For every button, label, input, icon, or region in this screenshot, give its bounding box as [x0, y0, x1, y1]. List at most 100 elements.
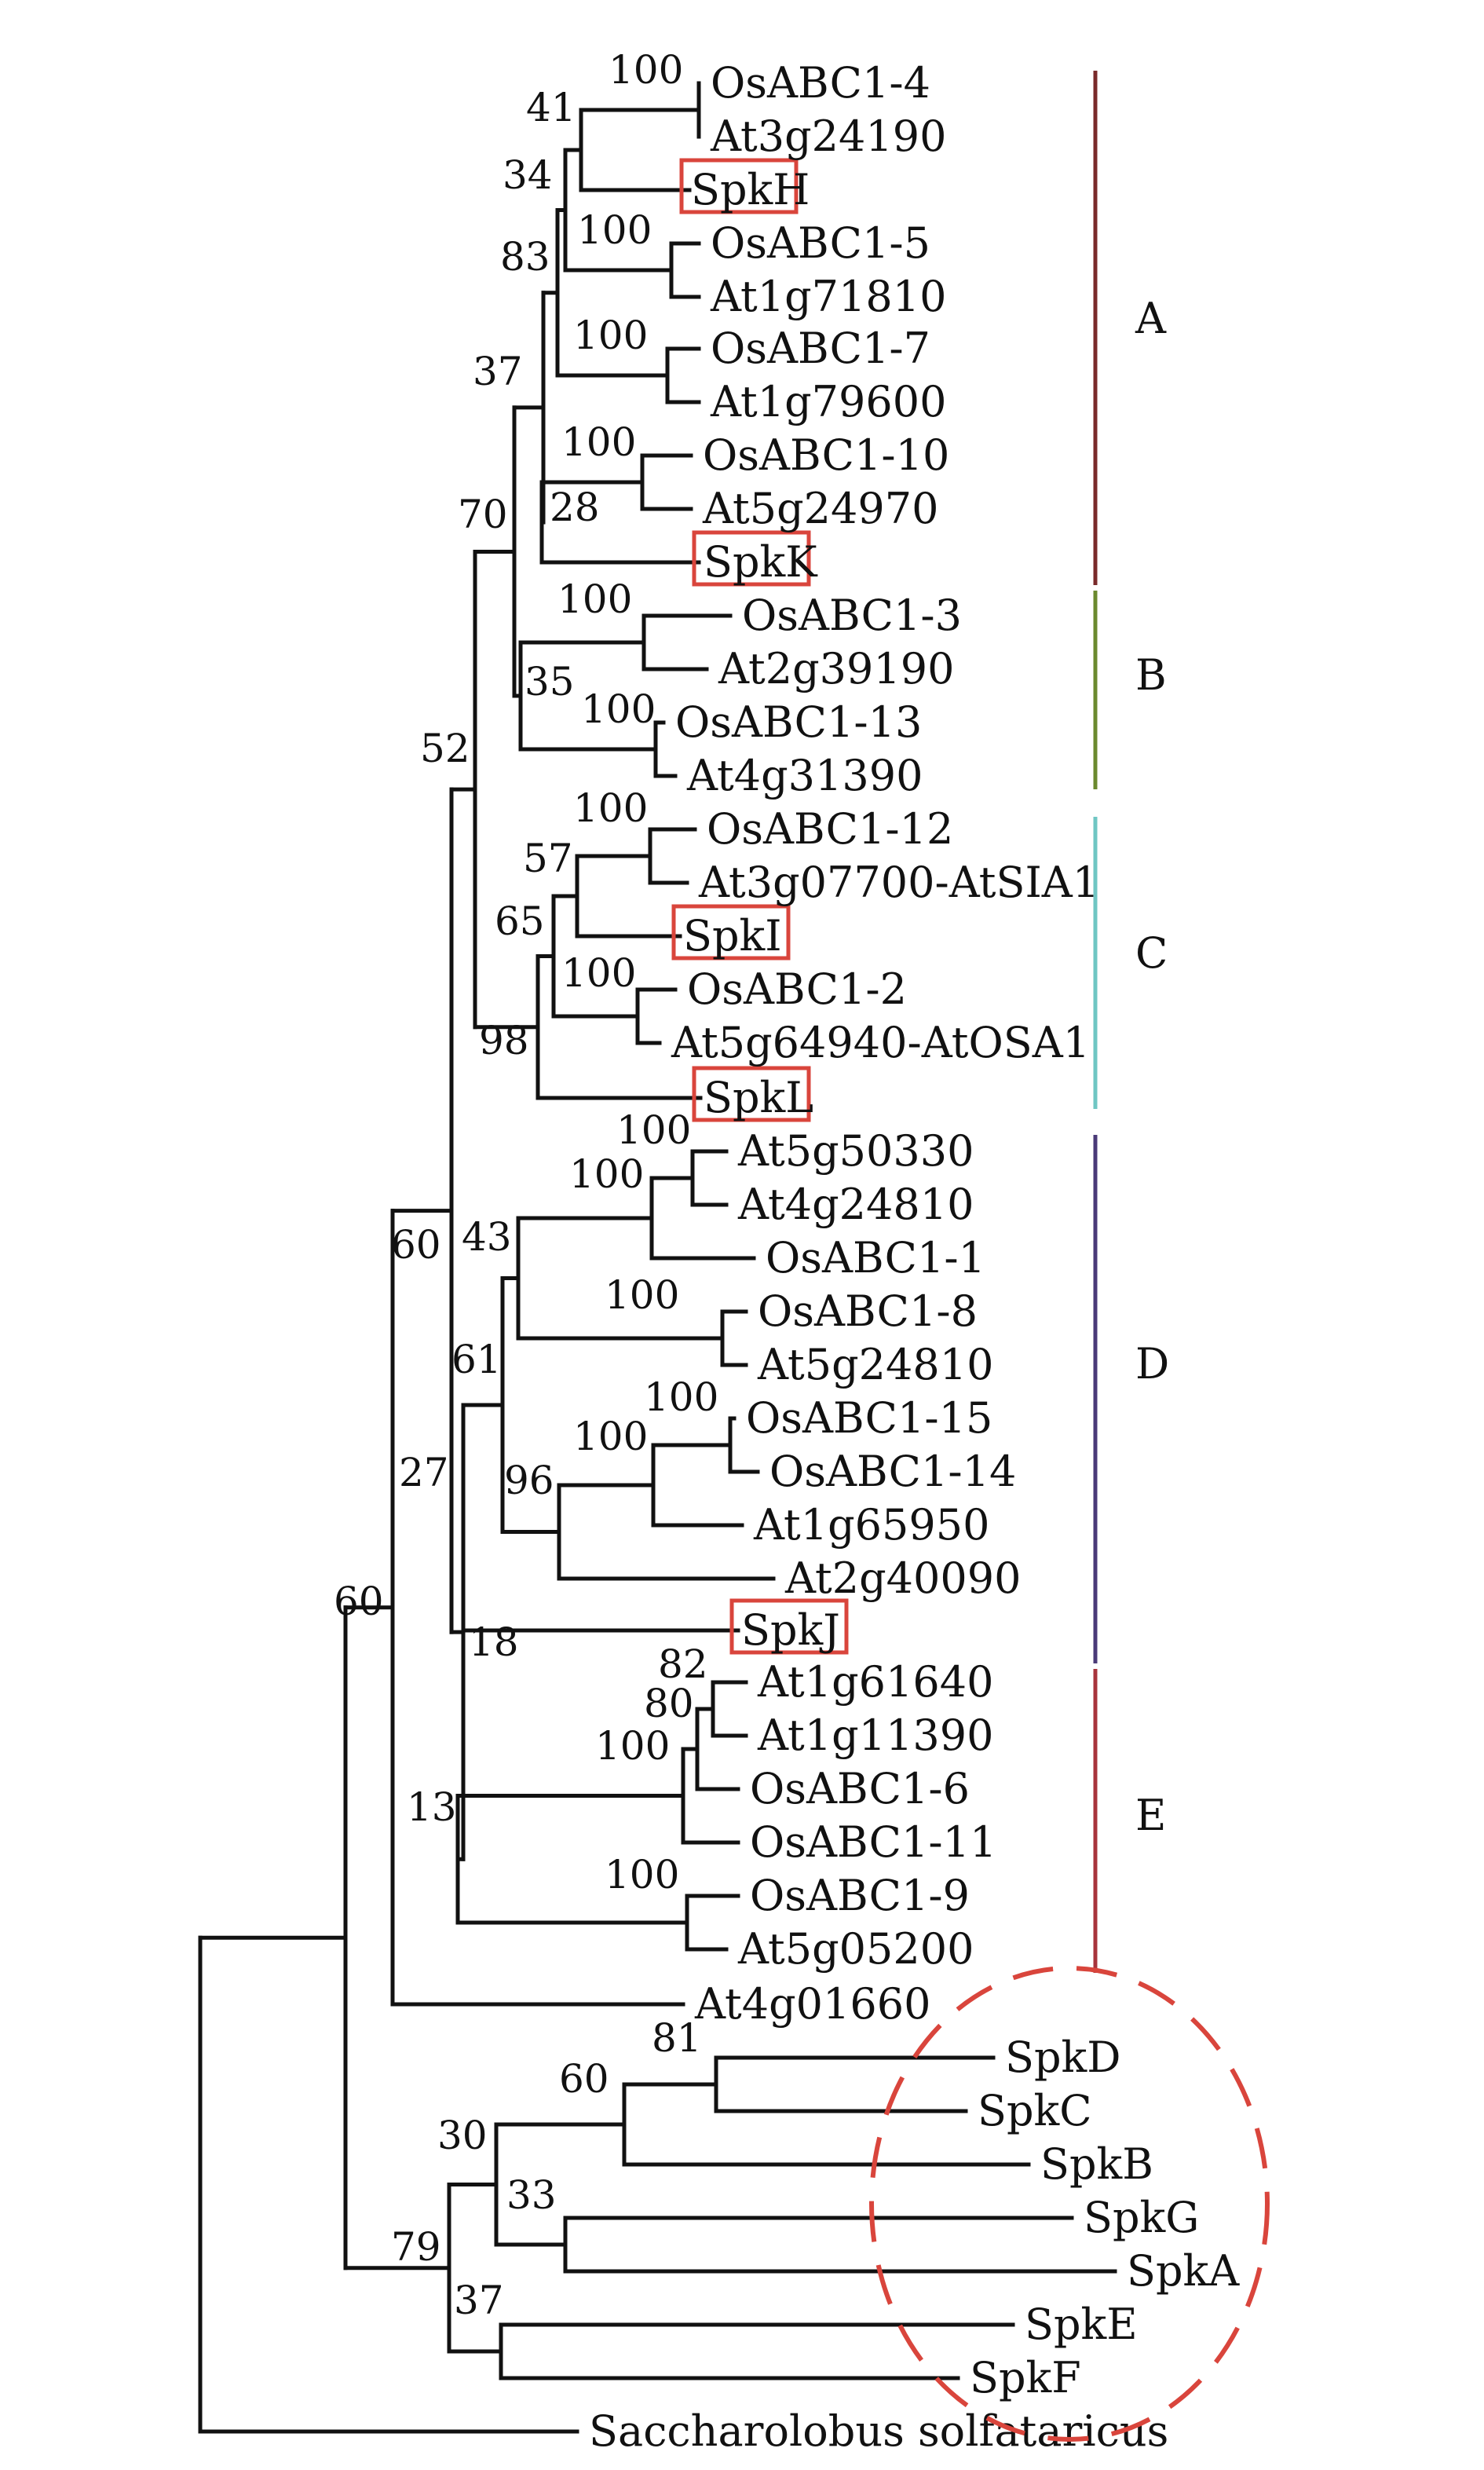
leaf-label: At3g24190	[710, 112, 946, 161]
bootstrap-label: 37	[454, 2278, 504, 2323]
bootstrap-label: 37	[473, 349, 523, 394]
highlight-box	[729, 1598, 849, 1655]
highlight-boxes	[671, 158, 849, 1655]
bootstrap-label: 35	[525, 659, 575, 704]
leaf-label: At2g40090	[784, 1553, 1021, 1603]
bootstrap-label: 60	[391, 1222, 441, 1268]
clade-label: E	[1135, 1791, 1166, 1840]
highlight-box	[692, 530, 811, 587]
bootstrap-label: 83	[500, 234, 550, 280]
bootstrap-label: 43	[462, 1214, 512, 1260]
leaf-label: OsABC1-8	[758, 1286, 978, 1336]
bootstrap-label: 13	[407, 1784, 457, 1830]
clade-label: A	[1135, 294, 1167, 343]
leaf-label: OsABC1-14	[769, 1447, 1016, 1496]
leaf-label: OsABC1-13	[675, 697, 922, 747]
bootstrap-label: 100	[573, 1414, 648, 1459]
leaf-label: SpkF	[970, 2353, 1081, 2402]
bootstrap-label: 96	[504, 1458, 554, 1503]
bootstrap-label: 82	[658, 1641, 708, 1687]
leaf-label: OsABC1-15	[746, 1393, 992, 1443]
bootstrap-label: 81	[652, 2015, 702, 2061]
leaf-label: At1g11390	[757, 1711, 993, 1760]
bootstrap-label: 100	[605, 1852, 679, 1897]
highlight-box	[671, 904, 791, 961]
leaf-label: At4g01660	[694, 1979, 930, 2029]
leaf-label: At3g07700-AtSIA1	[698, 858, 1099, 907]
leaf-label: SpkL	[704, 1073, 813, 1122]
leaf-label: At5g24970	[702, 484, 938, 533]
leaf-label: SpkG	[1084, 2193, 1199, 2242]
leaf-label: SpkH	[691, 165, 810, 214]
leaf-label: OsABC1-11	[750, 1817, 996, 1867]
leaf-label: SpkA	[1127, 2246, 1240, 2296]
leaf-label: At5g64940-AtOSA1	[671, 1018, 1090, 1067]
bootstrap-label: 65	[495, 898, 545, 944]
spk-cluster-dashed-circle	[869, 1966, 1270, 2442]
bootstrap-label: 52	[420, 726, 470, 771]
leaf-label: SpkE	[1025, 2300, 1138, 2349]
leaf-label: SpkD	[1005, 2033, 1121, 2082]
bootstrap-label: 100	[573, 785, 648, 831]
leaf-label: At1g61640	[757, 1657, 993, 1707]
leaf-label: OsABC1-4	[711, 58, 930, 108]
leaf-label: At1g65950	[753, 1500, 989, 1550]
clade-label: C	[1135, 928, 1168, 978]
bootstrap-label: 100	[616, 1107, 691, 1153]
bootstrap-label: 80	[644, 1681, 694, 1726]
bootstrap-label: 18	[469, 1619, 519, 1665]
clade-label: D	[1135, 1339, 1169, 1389]
bootstrap-label: 100	[561, 950, 636, 996]
leaf-label: At5g05200	[737, 1924, 974, 1974]
bootstrap-label: 100	[569, 1151, 644, 1197]
leaf-label: SpkI	[683, 911, 782, 961]
leaf-label: At4g24810	[737, 1180, 974, 1229]
bootstrap-label: 100	[605, 1272, 679, 1318]
leaf-label: OsABC1-2	[687, 964, 907, 1014]
bootstrap-label: 61	[451, 1337, 502, 1382]
bootstrap-label: 27	[399, 1450, 449, 1495]
leaf-label: Saccharolobus solfataricus	[589, 2406, 1168, 2456]
leaf-label: At1g79600	[710, 377, 946, 426]
bootstrap-label: 41	[526, 85, 576, 130]
bootstrap-label: 30	[437, 2113, 488, 2158]
highlight-box	[679, 158, 799, 214]
bootstrap-label: 100	[644, 1374, 718, 1420]
leaf-label: At1g71810	[710, 272, 946, 321]
leaf-labels: OsABC1-4At3g24190SpkHOsABC1-5At1g71810Os…	[589, 58, 1240, 2456]
bootstrap-label: 28	[550, 485, 600, 530]
leaf-label: SpkJ	[741, 1605, 840, 1655]
leaf-label: OsABC1-3	[742, 591, 962, 640]
leaf-label: OsABC1-5	[711, 218, 930, 268]
leaf-label: OsABC1-7	[711, 324, 930, 373]
leaf-label: SpkC	[978, 2086, 1092, 2135]
leaf-label: At4g31390	[686, 751, 923, 800]
leaf-label: OsABC1-10	[703, 430, 949, 480]
bootstrap-labels: 1004110034100831002837100100357010057100…	[334, 47, 718, 2323]
bootstrap-label: 34	[503, 152, 553, 198]
leaf-label: At2g39190	[718, 644, 954, 693]
bootstrap-label: 100	[577, 207, 652, 253]
leaf-label: OsABC1-1	[766, 1233, 985, 1283]
leaf-label: At5g24810	[757, 1340, 993, 1389]
bootstrap-label: 70	[458, 492, 508, 537]
bootstrap-label: 100	[557, 576, 632, 622]
bootstrap-label: 57	[523, 836, 573, 881]
leaf-label: SpkK	[704, 537, 818, 587]
bootstrap-label: 79	[391, 2224, 441, 2270]
bootstrap-label: 100	[561, 419, 636, 465]
leaf-label: SpkB	[1040, 2139, 1153, 2189]
bootstrap-label: 33	[506, 2172, 557, 2218]
leaf-label: OsABC1-12	[707, 804, 953, 854]
leaf-label: OsABC1-6	[750, 1764, 970, 1813]
leaf-label: At5g50330	[737, 1126, 974, 1176]
highlight-box	[692, 1066, 811, 1122]
bootstrap-label: 100	[595, 1723, 670, 1769]
bootstrap-label: 60	[559, 2056, 609, 2102]
bootstrap-label: 98	[479, 1018, 529, 1063]
leaf-label: OsABC1-9	[750, 1871, 970, 1920]
bootstrap-label: 100	[573, 313, 648, 358]
bootstrap-label: 60	[334, 1579, 384, 1624]
